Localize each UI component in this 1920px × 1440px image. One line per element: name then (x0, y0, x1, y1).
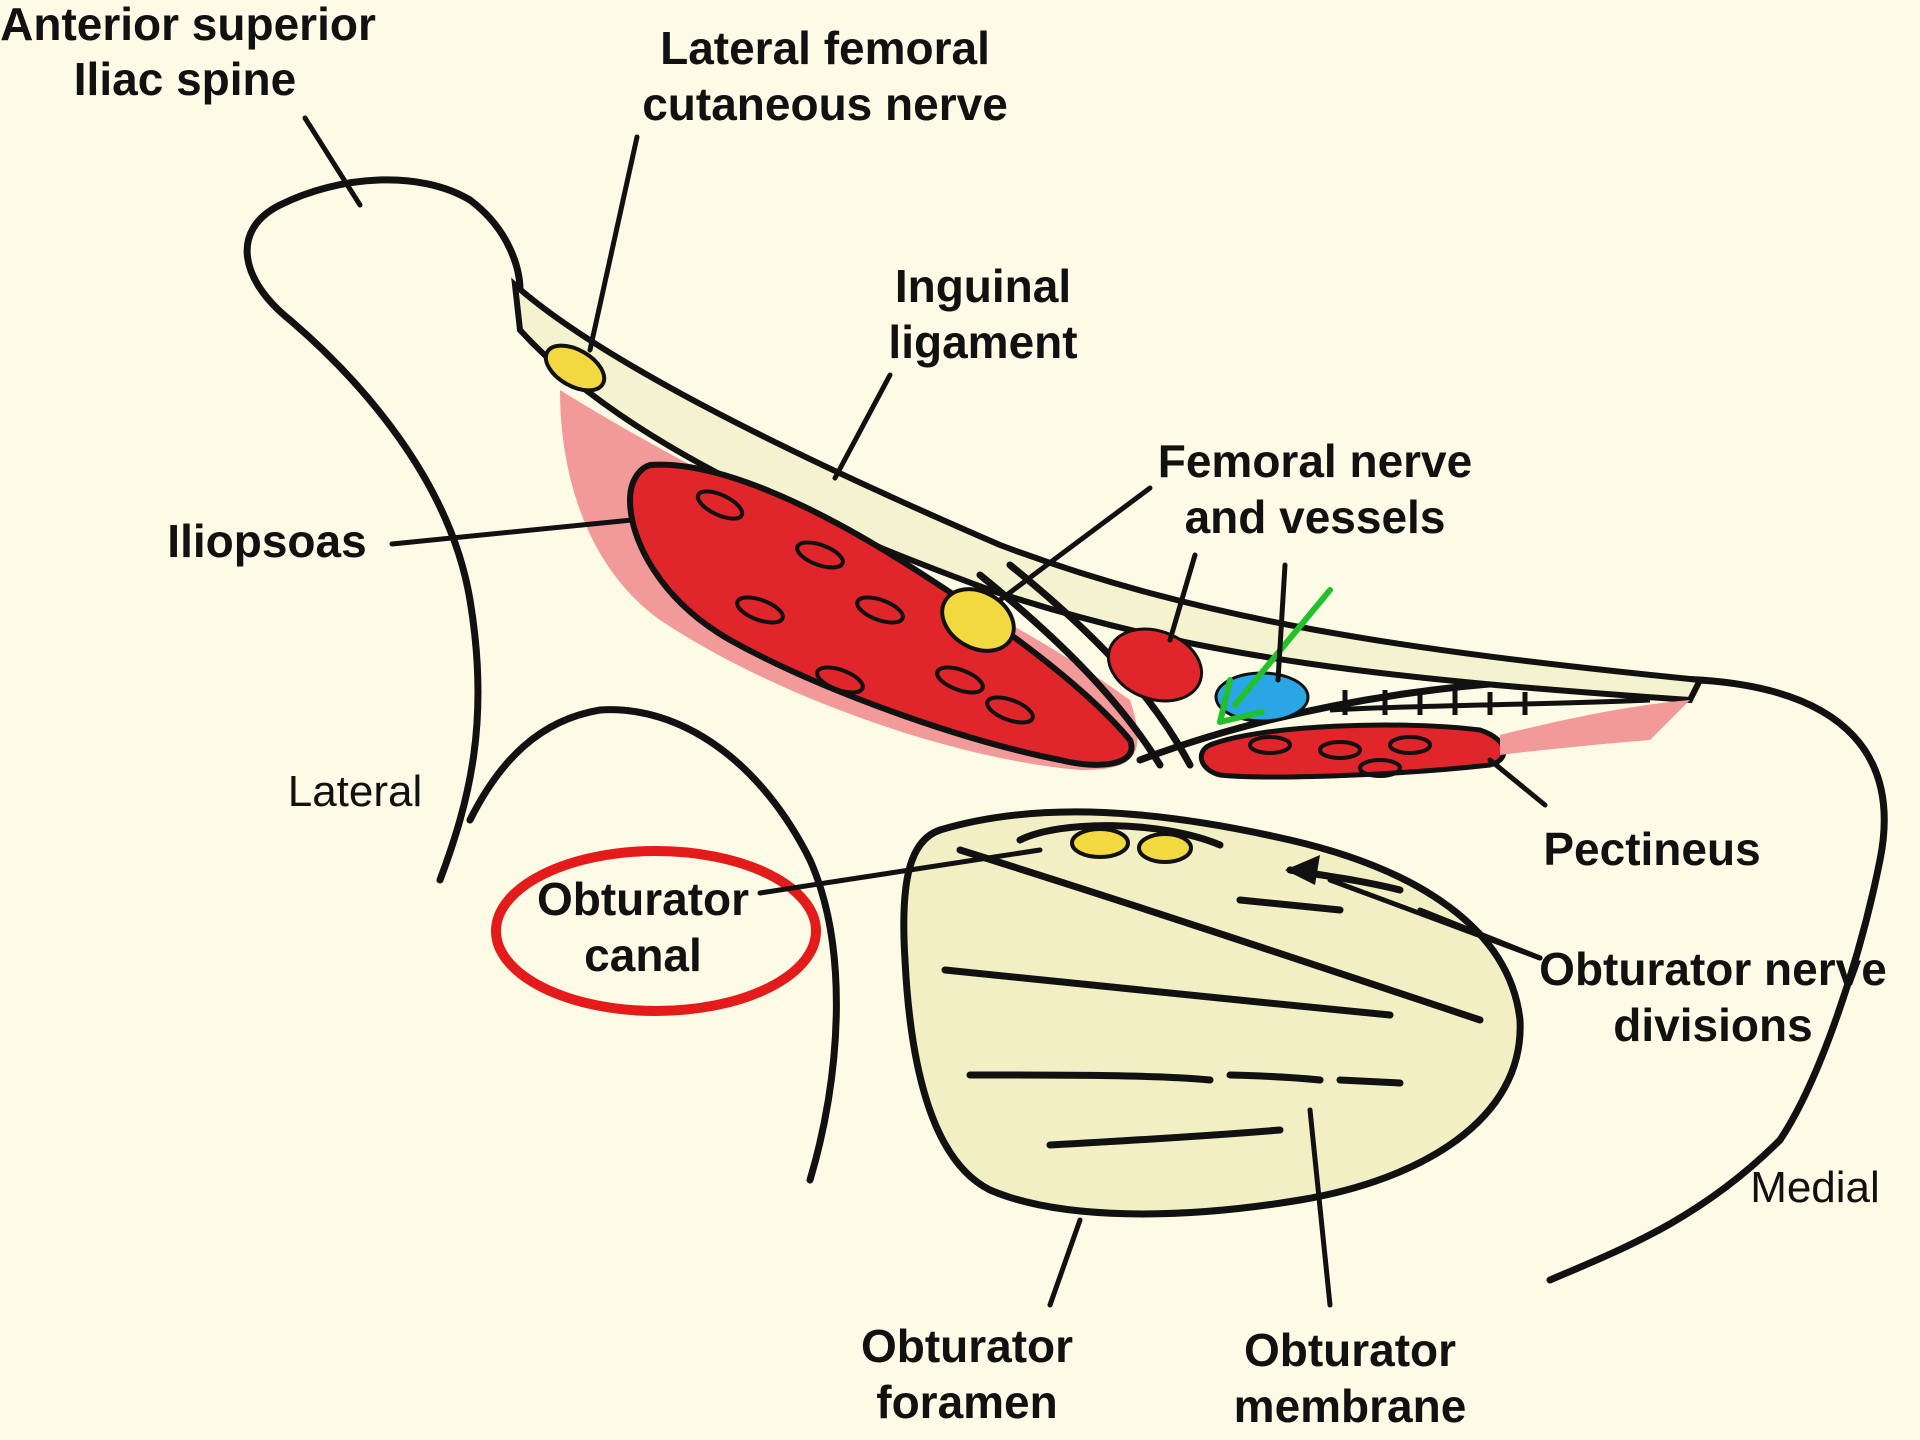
label-asis-line1: Anterior superior (0, 0, 376, 50)
label-obturator-canal-line1: Obturator (537, 873, 749, 925)
label-lateral: Lateral (288, 767, 423, 816)
label-lfcn-line2: cutaneous nerve (642, 78, 1008, 130)
obturator-nerve-bundle (1139, 834, 1191, 862)
label-obturator-nerve-line1: Obturator nerve (1539, 943, 1887, 995)
label-pectineus: Pectineus (1543, 823, 1760, 875)
label-inguinal-line2: ligament (888, 316, 1077, 368)
obturator-nerve-bundle (1072, 829, 1128, 857)
label-lfcn-line1: Lateral femoral (660, 22, 990, 74)
label-iliopsoas: Iliopsoas (167, 515, 366, 567)
label-obturator-foramen-line1: Obturator (861, 1320, 1073, 1372)
label-obturator-nerve-line2: divisions (1613, 999, 1812, 1051)
pectineus-muscle (1201, 725, 1504, 777)
label-obturator-canal-line2: canal (584, 929, 702, 981)
label-obturator-membrane-line1: Obturator (1244, 1324, 1456, 1376)
label-femoral-line1: Femoral nerve (1158, 435, 1472, 487)
label-asis-line2: Iliac spine (74, 53, 296, 105)
membrane-fibre (1340, 1080, 1400, 1083)
label-inguinal-line1: Inguinal (895, 260, 1071, 312)
label-obturator-foramen-line2: foramen (876, 1376, 1057, 1428)
label-medial: Medial (1750, 1163, 1880, 1212)
label-femoral-line2: and vessels (1185, 491, 1446, 543)
label-obturator-membrane-line2: membrane (1234, 1380, 1467, 1432)
